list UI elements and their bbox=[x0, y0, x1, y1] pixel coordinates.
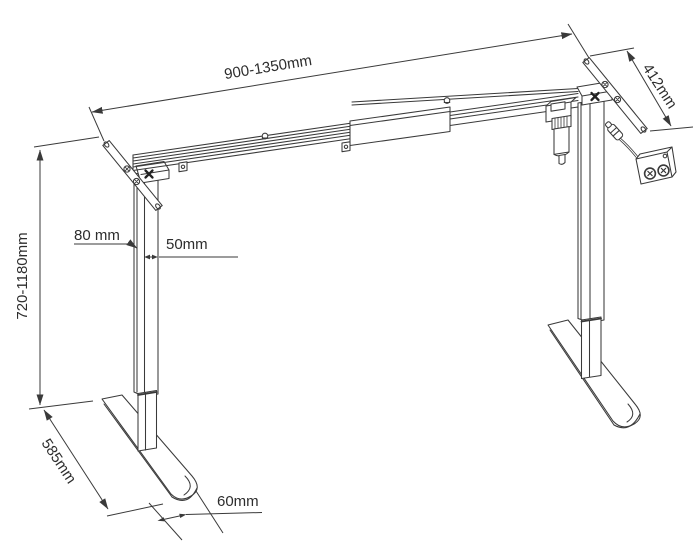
mounting-tab bbox=[178, 161, 188, 173]
dim-label-leg-depth: 80 mm bbox=[74, 227, 120, 244]
beam-center-sleeve bbox=[341, 97, 451, 153]
dim-label-leg-width: 50mm bbox=[166, 236, 208, 253]
power-cable bbox=[619, 138, 639, 158]
left-mounting-bracket bbox=[102, 140, 163, 211]
power-port-icon bbox=[643, 167, 657, 180]
dimension-bracket-length bbox=[589, 47, 694, 132]
beam-screw bbox=[261, 132, 269, 140]
dimension-leg-depth bbox=[74, 239, 138, 249]
dimension-leg-width bbox=[144, 254, 238, 260]
cross-plate-icon bbox=[144, 169, 154, 179]
dim-label-height: 720-1180mm bbox=[14, 232, 31, 319]
dim-label-foot-width: 60mm bbox=[217, 493, 259, 510]
mounting-tab bbox=[341, 141, 351, 153]
dim-label-foot-length: 585mm bbox=[38, 436, 80, 487]
dimension-foot-width bbox=[148, 490, 263, 541]
dimension-height bbox=[28, 136, 100, 410]
power-port-icon bbox=[657, 164, 670, 177]
left-leg-column bbox=[133, 169, 159, 452]
dimension-width bbox=[88, 23, 590, 142]
cross-plate-icon bbox=[590, 91, 600, 102]
cable-connector-plug bbox=[605, 121, 624, 141]
right-leg-column bbox=[577, 98, 605, 380]
motor-unit bbox=[545, 96, 577, 165]
dim-label-bracket-length: 412mm bbox=[639, 61, 681, 112]
beam-screw bbox=[443, 97, 451, 104]
dimension-foot-length bbox=[43, 409, 164, 517]
control-box bbox=[635, 146, 677, 185]
